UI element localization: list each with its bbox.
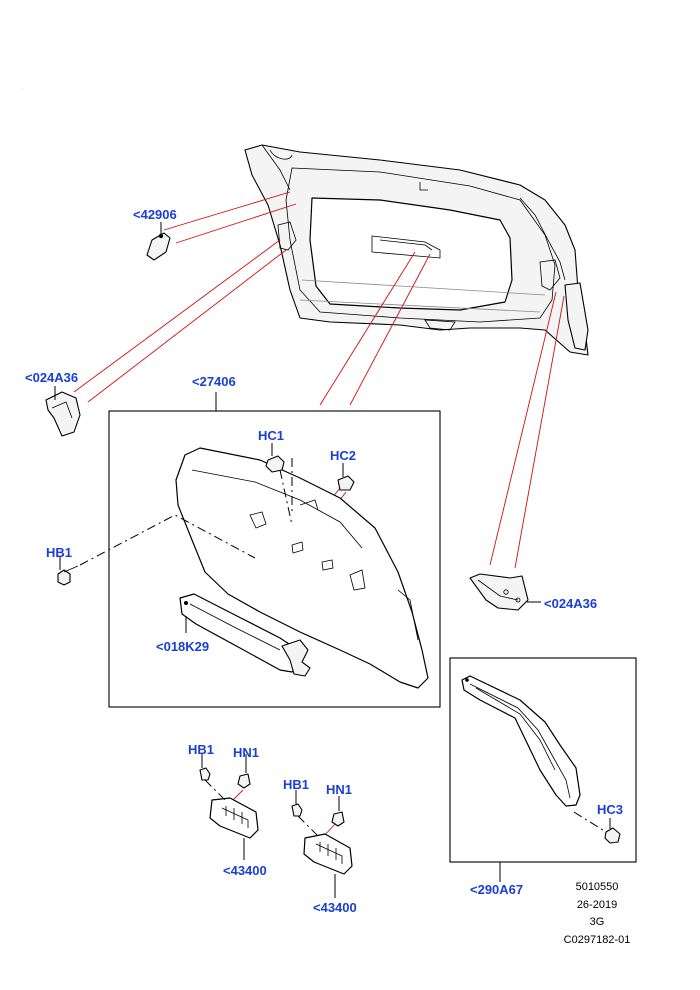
trim-panel-27406-box [108,410,441,708]
callout-hc3[interactable]: HC3 [597,802,624,817]
svg-text:·: · [22,86,24,92]
callout-018k29[interactable]: <018K29 [156,639,210,654]
callout-43400-b[interactable]: <43400 [313,900,357,915]
clip-hc3-part [573,811,621,844]
trim-panel-27406-part [175,447,429,689]
callout-42906[interactable]: <42906 [133,207,177,222]
callout-hb1-b[interactable]: HB1 [283,777,310,792]
drawing-ref-number: 5010550 [575,881,619,893]
callout-hn1-b[interactable]: HN1 [326,782,353,797]
callout-43400-a[interactable]: <43400 [223,863,267,878]
clip-42906-part [146,222,171,261]
latch-43400-b-part [291,790,353,898]
callout-024a36-right[interactable]: <024A36 [544,596,598,611]
tailgate-assembly [244,144,589,356]
clip-hc1-part [265,443,285,473]
bracket-024a36-right-part [469,573,541,611]
clip-hc2-part [337,463,355,491]
handle-trim-018k29-part [179,593,311,677]
drawing-code: 3G [589,916,605,928]
callout-hb1-a[interactable]: HB1 [188,742,215,757]
side-trim-290a67-part [461,675,581,807]
drawing-date: 26-2019 [576,899,618,911]
callout-27406[interactable]: <27406 [192,374,236,389]
bracket-024a36-left-part [45,386,81,437]
callout-hc1[interactable]: HC1 [258,428,285,443]
callout-hn1-a[interactable]: HN1 [233,745,260,760]
callout-hc2[interactable]: HC2 [330,448,357,463]
latch-43400-a-part [199,754,259,860]
callout-hb1-mid[interactable]: HB1 [46,545,73,560]
callout-024a36-left[interactable]: <024A36 [25,370,79,385]
callout-290a67[interactable]: <290A67 [470,882,524,897]
screw-hb1-mid-part [57,557,79,586]
drawing-id: C0297182-01 [563,934,631,946]
trim-290a67-box [449,657,637,863]
